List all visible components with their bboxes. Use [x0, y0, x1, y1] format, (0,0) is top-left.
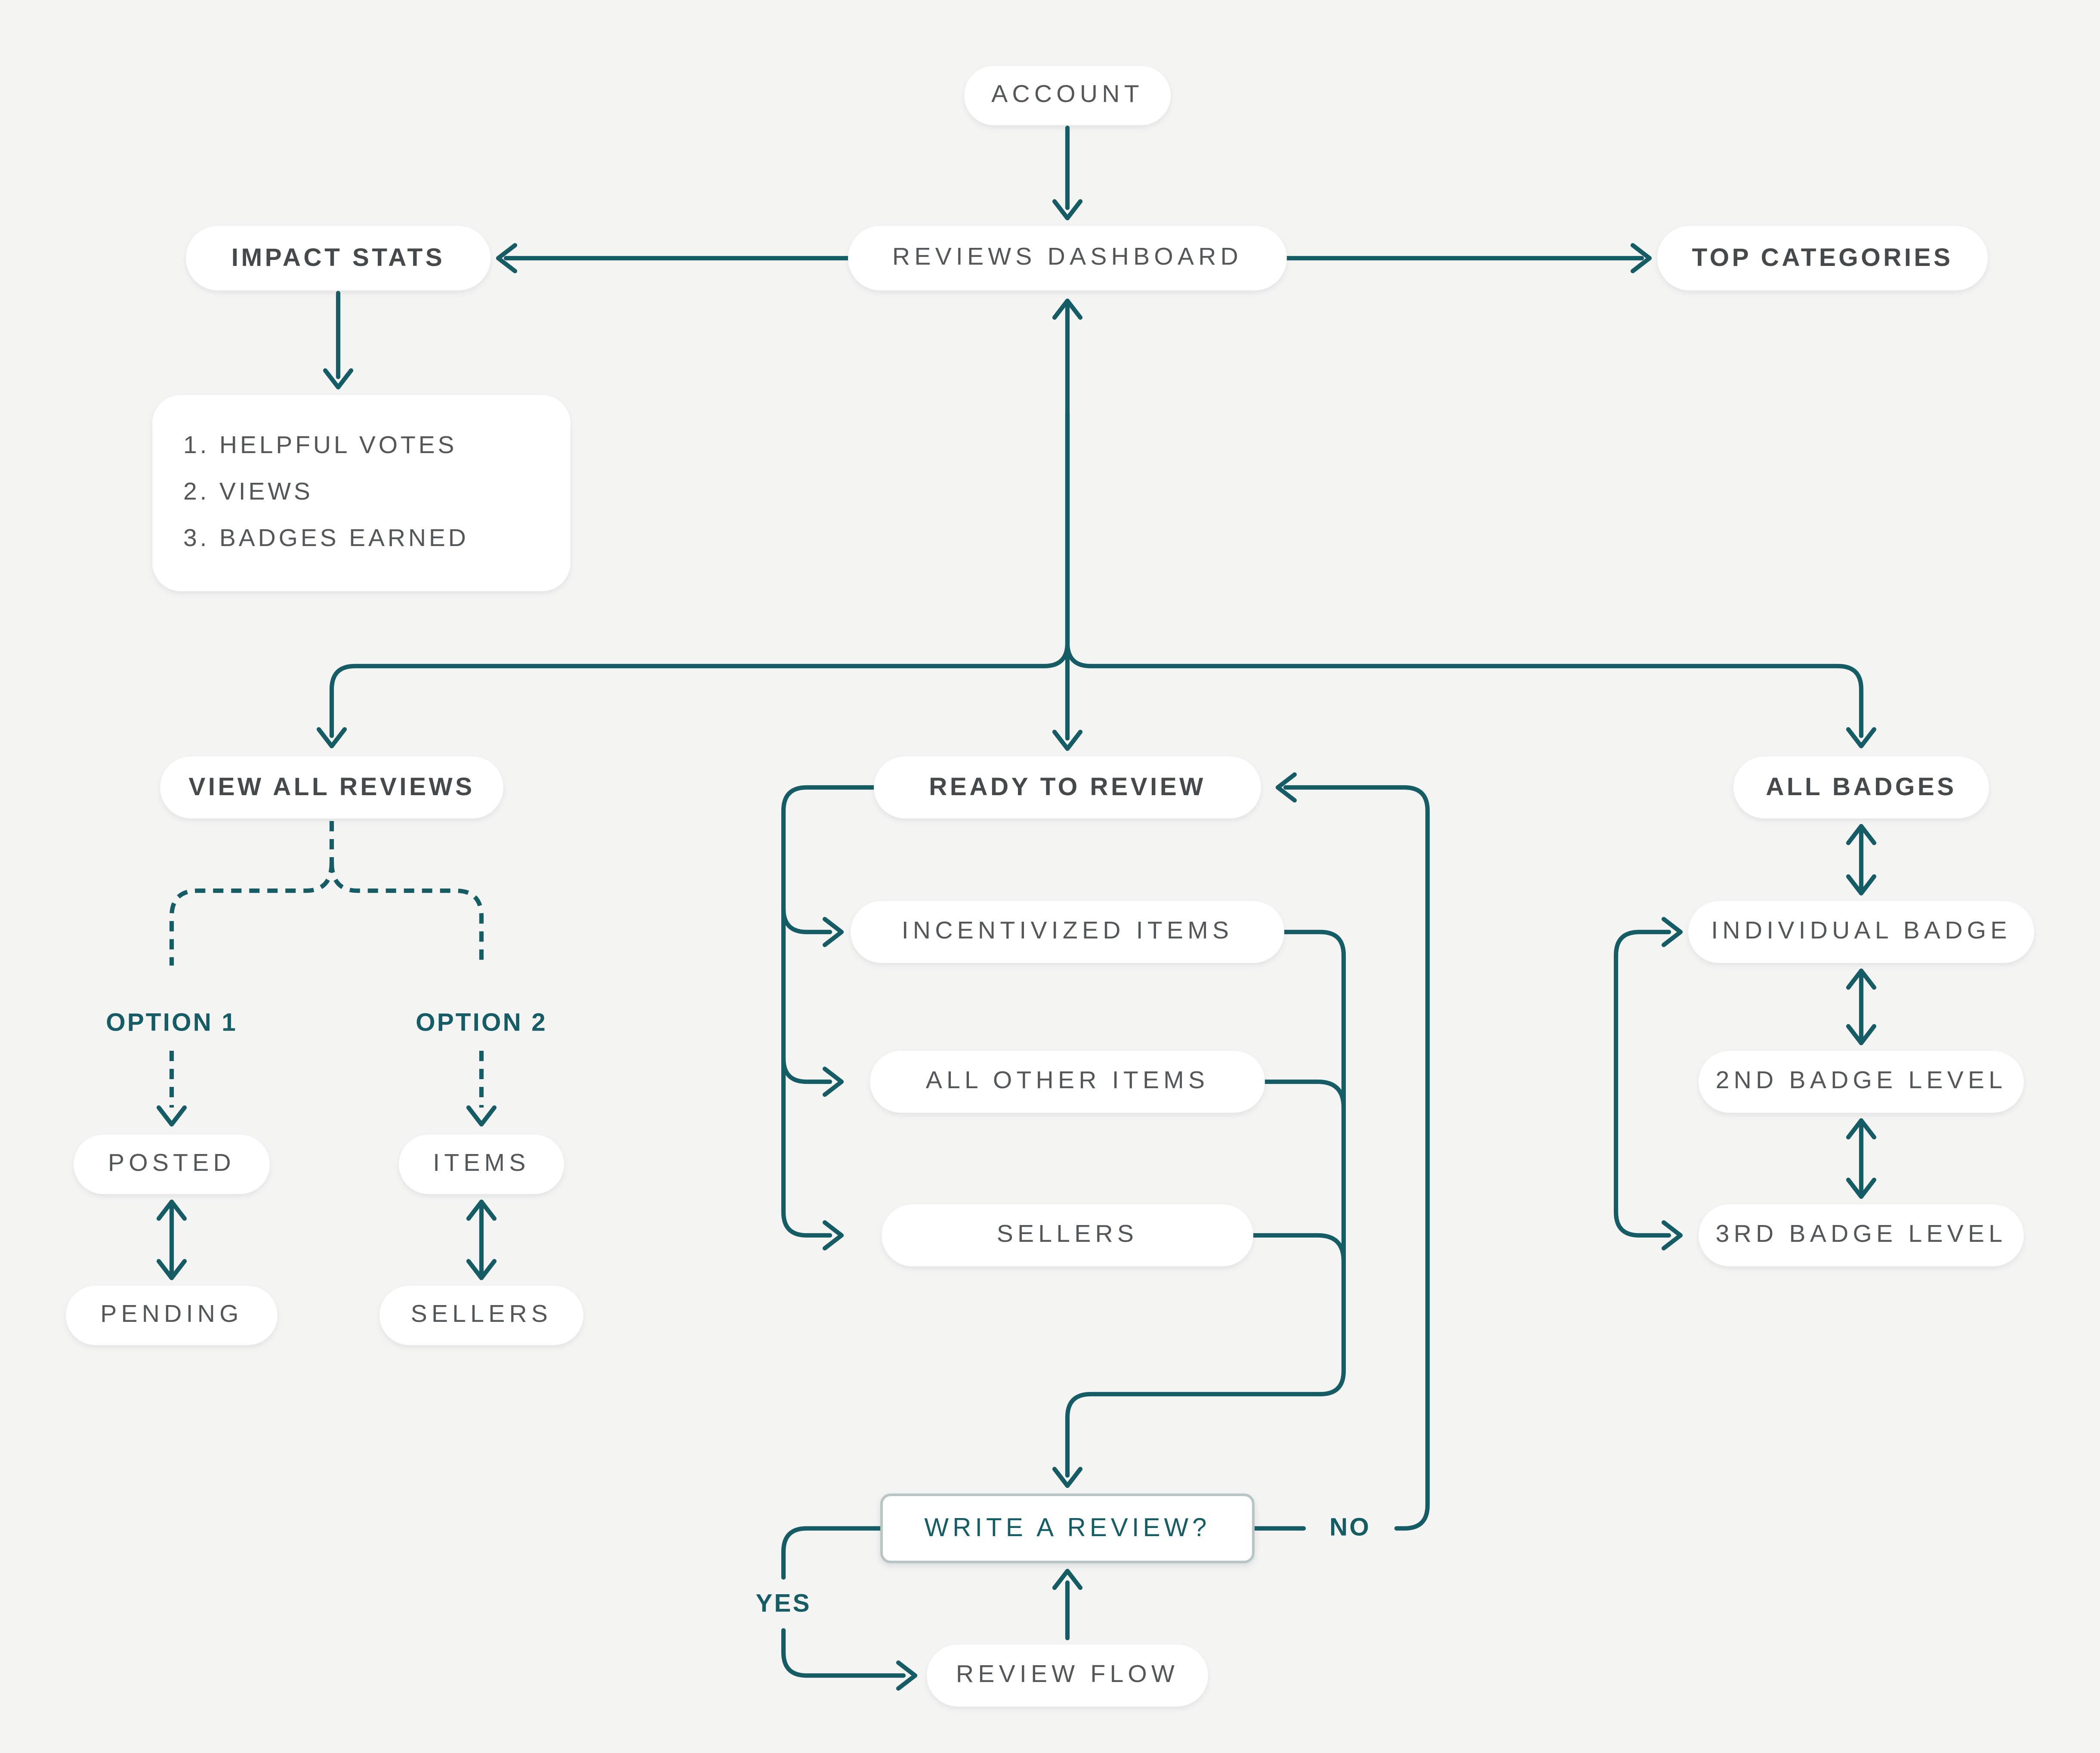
arrowhead-left-icon [496, 243, 518, 274]
arrowhead-down-icon [156, 1259, 187, 1281]
node-sellers-left: SELLERS [379, 1286, 583, 1345]
node-incentivized-items: INCENTIVIZED ITEMS [851, 901, 1284, 963]
edge-merge-sellers [1251, 1233, 1346, 1264]
arrowhead-up-icon [466, 1199, 497, 1221]
edge-branch-right [1065, 410, 1864, 738]
arrowhead-up-icon [1846, 1118, 1877, 1140]
arrowhead-down-icon [1052, 199, 1083, 221]
node-3rd-badge-level: 3RD BADGE LEVEL [1699, 1204, 2024, 1266]
node-all-other-items: ALL OTHER ITEMS [870, 1051, 1265, 1113]
edge-merge-incentivized [1065, 929, 1346, 1478]
label-no: NO [1329, 1513, 1371, 1542]
arrowhead-down-icon [156, 1105, 187, 1127]
edge-branch-left [329, 410, 1070, 738]
edge-ready-bracket [781, 785, 876, 1238]
impact-stat-item: 1. HELPFUL VOTES [183, 432, 457, 460]
node-all-badges: ALL BADGES [1733, 756, 1989, 818]
arrowhead-down-icon [1052, 1466, 1083, 1488]
arrowhead-right-icon [896, 1660, 918, 1691]
arrowhead-left-icon [1275, 772, 1297, 803]
arrowhead-down-icon [1846, 727, 1877, 749]
label-option-1: OPTION 1 [106, 1009, 237, 1037]
node-items: ITEMS [399, 1135, 564, 1194]
arrowhead-up-icon [1052, 298, 1083, 320]
node-top-categories: TOP CATEGORIES [1657, 226, 1988, 290]
arrowhead-right-icon [822, 1066, 844, 1097]
node-review-flow: REVIEW FLOW [927, 1645, 1208, 1707]
edge-yes-down [781, 1526, 885, 1580]
arrowhead-up-icon [1052, 1568, 1083, 1590]
arrowhead-right-icon [1661, 1220, 1683, 1251]
arrowhead-down-icon [1846, 1024, 1877, 1046]
arrowhead-right-icon [822, 1220, 844, 1251]
arrowhead-up-icon [156, 1199, 187, 1221]
node-2nd-badge-level: 2ND BADGE LEVEL [1699, 1051, 2024, 1113]
arrowhead-down-icon [323, 368, 354, 390]
arrowhead-right-icon [822, 917, 844, 947]
arrowhead-up-icon [1846, 968, 1877, 990]
arrowhead-right-icon [1661, 917, 1683, 947]
node-posted: POSTED [74, 1135, 270, 1194]
edge-merge-allother [1262, 1079, 1346, 1110]
arrowhead-down-icon [1846, 1177, 1877, 1199]
node-account: ACCOUNT [964, 66, 1171, 125]
edge-badge-bracket [1613, 929, 1671, 1238]
arrowhead-up-icon [1846, 824, 1877, 846]
arrowhead-right-icon [1630, 243, 1652, 274]
node-sellers-center: SELLERS [882, 1204, 1253, 1266]
node-view-all-reviews: VIEW ALL REVIEWS [160, 756, 503, 818]
impact-stat-item: 3. BADGES EARNED [183, 525, 469, 552]
node-pending: PENDING [66, 1286, 278, 1345]
arrowhead-down-icon [466, 1105, 497, 1127]
label-option-2: OPTION 2 [416, 1009, 547, 1037]
arrowhead-down-icon [316, 727, 347, 749]
edge-split-option1 [169, 862, 334, 966]
edge-split-option2 [329, 862, 484, 966]
impact-stat-item: 2. VIEWS [183, 479, 313, 506]
impact-stats-card: 1. HELPFUL VOTES 2. VIEWS 3. BADGES EARN… [152, 395, 570, 591]
arrowhead-down-icon [1846, 874, 1877, 896]
node-reviews-dashboard: REVIEWS DASHBOARD [848, 226, 1287, 290]
node-impact-stats: IMPACT STATS [186, 226, 490, 290]
edge-yes-continue [781, 1628, 906, 1678]
node-individual-badge: INDIVIDUAL BADGE [1688, 901, 2034, 963]
label-yes: YES [756, 1589, 811, 1618]
edge-bracket-incentivized [781, 906, 833, 935]
edge-no-return [1283, 785, 1430, 1531]
node-write-a-review: WRITE A REVIEW? [880, 1494, 1255, 1563]
arrowhead-down-icon [1052, 729, 1083, 751]
edge-bracket-allother [781, 1056, 833, 1084]
node-ready-to-review: READY TO REVIEW [874, 756, 1261, 818]
arrowhead-down-icon [466, 1259, 497, 1281]
